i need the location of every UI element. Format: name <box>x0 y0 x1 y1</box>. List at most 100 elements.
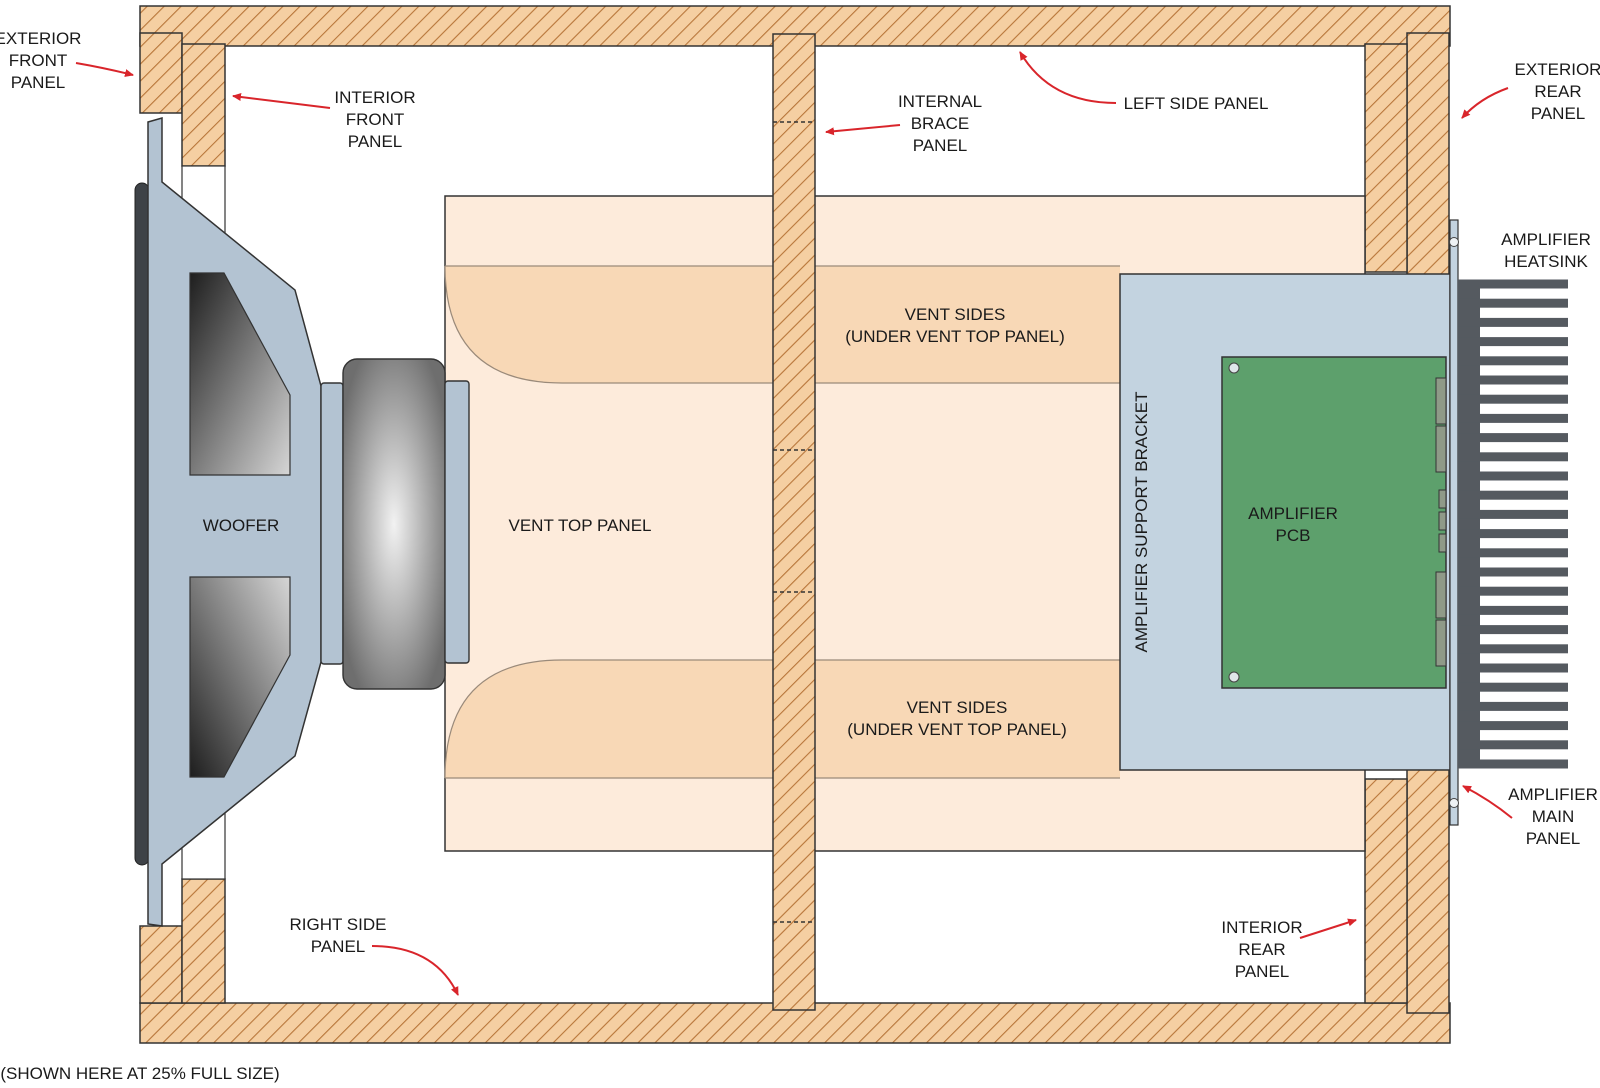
label-interior-rear-panel: INTERIOR REAR PANEL <box>1221 918 1302 981</box>
woofer-magnet <box>342 358 446 690</box>
interior-rear-panel-top <box>1364 43 1408 273</box>
label-line: AMPLIFIER <box>1508 785 1598 804</box>
label-amplifier-heatsink: AMPLIFIER HEATSINK <box>1501 230 1591 271</box>
arrow-amplifier-main-panel <box>1462 785 1513 819</box>
heatsink-fin <box>1458 644 1568 654</box>
label-line: PANEL <box>1531 104 1586 123</box>
amplifier-pcb <box>1221 356 1447 689</box>
label-line: INTERNAL <box>898 92 982 111</box>
woofer-cone-window-top <box>189 272 291 476</box>
label-line: AMPLIFIER <box>1501 230 1591 249</box>
label-line: FRONT <box>346 110 405 129</box>
label-line: AMPLIFIER <box>1248 504 1338 523</box>
woofer-top-plate <box>320 382 344 665</box>
heatsink-fin <box>1458 490 1568 500</box>
heatsink-fin <box>1458 452 1568 462</box>
heatsink-fin <box>1458 356 1568 366</box>
heatsink-fin <box>1458 509 1568 519</box>
heatsink-fin <box>1458 471 1568 481</box>
label-line: REAR <box>1534 82 1581 101</box>
label-line: PANEL <box>348 132 403 151</box>
arrow-interior-rear-panel <box>1299 918 1357 939</box>
label-line: PANEL <box>11 73 66 92</box>
heatsink-fin <box>1458 433 1568 443</box>
heatsink-fin <box>1458 529 1568 539</box>
label-vent-sides-top: VENT SIDES (UNDER VENT TOP PANEL) <box>845 305 1064 346</box>
heatsink-fin <box>1458 663 1568 673</box>
heatsink-fin <box>1458 740 1568 750</box>
heatsink-fin <box>1458 394 1568 404</box>
label-line: RIGHT SIDE <box>290 915 387 934</box>
heatsink-fin <box>1458 759 1568 769</box>
exterior-front-panel-top <box>139 32 183 114</box>
label-amplifier-pcb: AMPLIFIER PCB <box>1248 504 1338 545</box>
heatsink-fin <box>1458 701 1568 711</box>
exterior-front-panel-bottom <box>139 925 183 1004</box>
label-line: (SHOWN HERE AT 25% FULL SIZE) <box>0 1064 279 1083</box>
arrow-right-side-panel <box>371 945 459 996</box>
label-vent-sides-bottom: VENT SIDES (UNDER VENT TOP PANEL) <box>847 698 1066 739</box>
label-line: BRACE <box>911 114 970 133</box>
heatsink-fin <box>1458 279 1568 289</box>
heatsink-fin <box>1458 625 1568 635</box>
heatsink-fin <box>1458 548 1568 558</box>
label-line: INTERIOR <box>334 88 415 107</box>
label-line: VENT SIDES <box>905 305 1006 324</box>
heatsink-fin <box>1458 567 1568 577</box>
label-line: PANEL <box>1235 962 1290 981</box>
label-line: HEATSINK <box>1504 252 1588 271</box>
interior-front-panel-bottom <box>181 878 226 1004</box>
arrow-exterior-front-panel <box>75 62 134 77</box>
label-left-side-panel: LEFT SIDE PANEL <box>1124 94 1269 113</box>
label-amplifier-main-panel: AMPLIFIER MAIN PANEL <box>1508 785 1598 848</box>
label-amplifier-support-bracket: AMPLIFIER SUPPORT BRACKET <box>1132 391 1151 652</box>
brace-joint-lines <box>773 121 815 923</box>
arrow-left-side-panel <box>1019 51 1117 104</box>
heatsink-fin <box>1458 375 1568 385</box>
heatsink-fin <box>1458 721 1568 731</box>
label-woofer: WOOFER <box>203 516 280 535</box>
label-interior-front-panel: INTERIOR FRONT PANEL <box>334 88 415 151</box>
woofer-surround <box>134 182 150 866</box>
label-line: PANEL <box>913 136 968 155</box>
heatsink-fin <box>1458 298 1568 308</box>
amplifier-heatsink <box>1458 279 1568 769</box>
label-footnote: (SHOWN HERE AT 25% FULL SIZE) <box>0 1064 279 1083</box>
interior-rear-panel-bottom <box>1364 778 1408 1004</box>
label-line: MAIN <box>1532 807 1575 826</box>
label-internal-brace-panel: INTERNAL BRACE PANEL <box>898 92 982 155</box>
label-line: VENT SIDES <box>907 698 1008 717</box>
interior-front-panel-top <box>181 43 226 167</box>
label-right-side-panel: RIGHT SIDE PANEL <box>290 915 387 956</box>
label-line: VENT TOP PANEL <box>509 516 652 535</box>
heatsink-fin <box>1458 317 1568 327</box>
heatsink-fin <box>1458 682 1568 692</box>
label-line: (UNDER VENT TOP PANEL) <box>845 327 1064 346</box>
arrow-exterior-rear-panel <box>1461 87 1509 119</box>
label-line: EXTERIOR <box>0 29 81 48</box>
label-line: (UNDER VENT TOP PANEL) <box>847 720 1066 739</box>
main-panel-screws <box>1449 237 1459 808</box>
amplifier-main-panel <box>1449 219 1459 826</box>
label-line: LEFT SIDE PANEL <box>1124 94 1269 113</box>
heatsink-fin <box>1458 413 1568 423</box>
heatsink-fin <box>1458 586 1568 596</box>
woofer <box>134 117 470 927</box>
label-exterior-front-panel: EXTERIOR FRONT PANEL <box>0 29 81 92</box>
label-line: INTERIOR <box>1221 918 1302 937</box>
label-line: REAR <box>1238 940 1285 959</box>
heatsink-fin <box>1458 605 1568 615</box>
label-line: PANEL <box>311 937 366 956</box>
woofer-cone-window-bottom <box>189 576 291 778</box>
label-line: PANEL <box>1526 829 1581 848</box>
heatsink-base <box>1458 284 1480 764</box>
heatsink-fin <box>1458 337 1568 347</box>
arrow-internal-brace-panel <box>825 124 901 136</box>
pcb-components <box>1435 377 1447 667</box>
label-line: PCB <box>1276 526 1311 545</box>
label-line: FRONT <box>9 51 68 70</box>
label-vent-top-panel: VENT TOP PANEL <box>509 516 652 535</box>
